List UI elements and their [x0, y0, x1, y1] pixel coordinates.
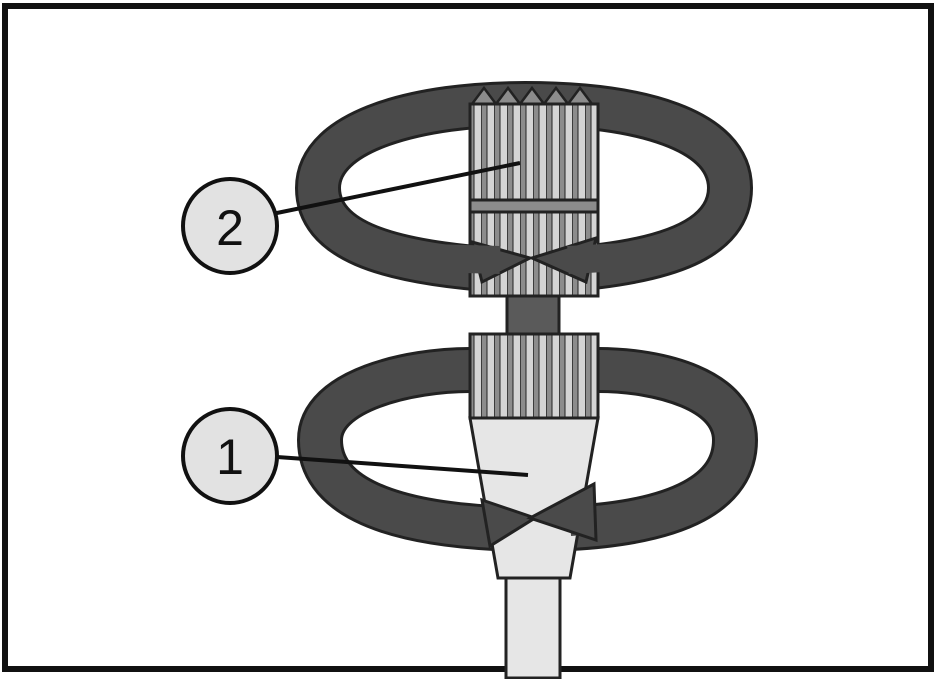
rotation-arrowheads-upper — [429, 235, 641, 285]
callout-2: 2 — [181, 161, 521, 275]
connector-pin — [505, 294, 561, 336]
callout-1: 1 — [181, 407, 529, 505]
callout-2-label: 2 — [216, 200, 244, 256]
rotation-arrow-lower — [296, 347, 759, 551]
rotation-arrowheads-lower — [418, 481, 652, 549]
callout-1-label: 1 — [216, 429, 244, 485]
